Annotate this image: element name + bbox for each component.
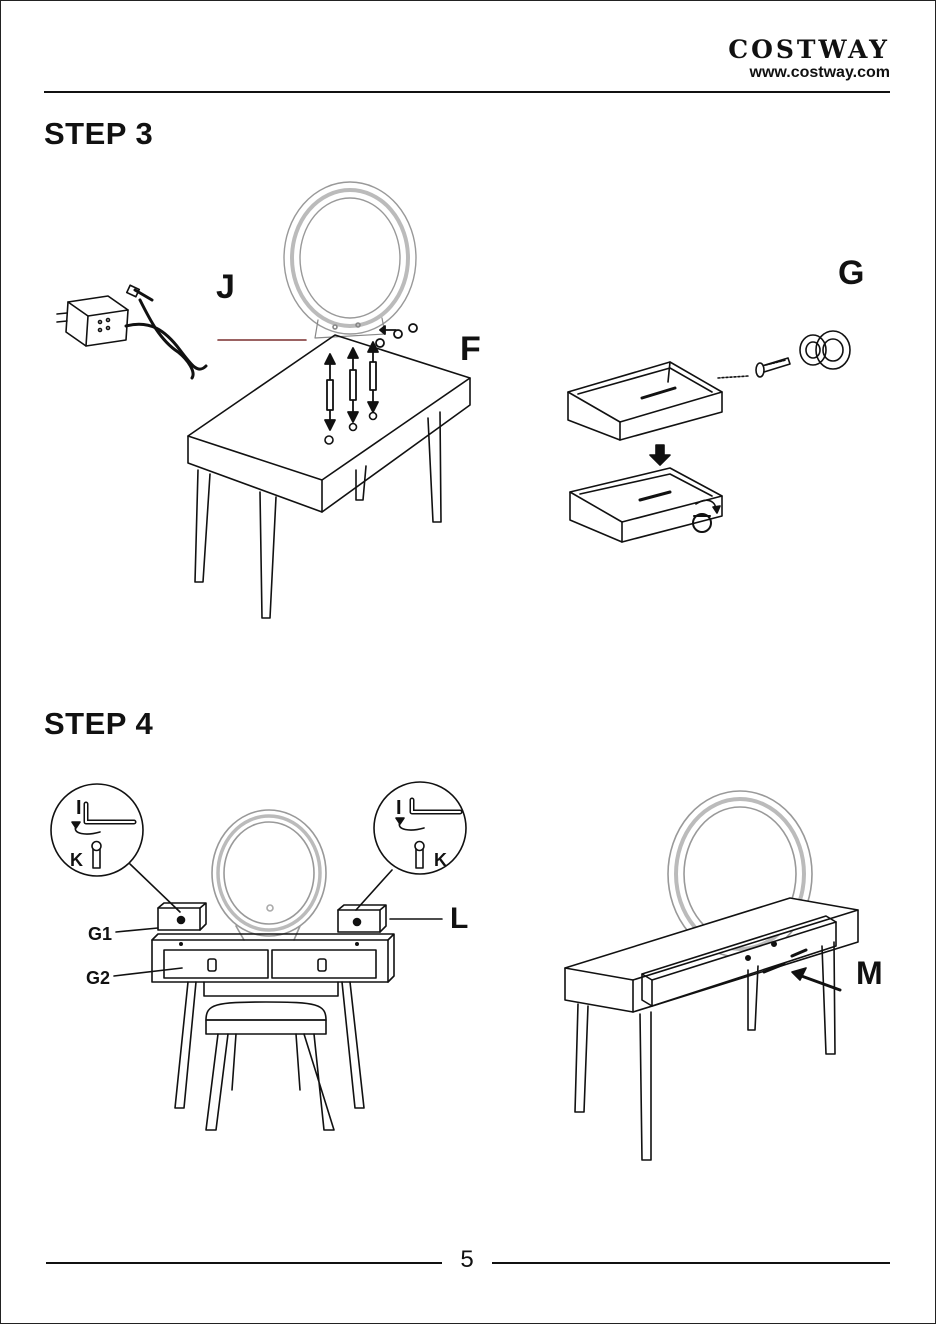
label-i-left: I — [76, 797, 82, 819]
label-g1: G1 — [88, 924, 112, 944]
power-adapter-illustration — [57, 285, 206, 378]
detail-circle-right — [374, 782, 466, 874]
step4-vanity-front-illustration — [51, 782, 466, 1130]
knob-hardware — [756, 331, 850, 377]
step3-drawer-top — [568, 362, 748, 440]
step3-mirror — [284, 182, 416, 338]
stool-illustration — [206, 1002, 334, 1130]
label-k-left: K — [70, 850, 83, 870]
footer-rule-right — [492, 1262, 890, 1264]
page-number: 5 — [452, 1246, 482, 1274]
step3-vanity-illustration — [57, 182, 470, 618]
step3-down-arrow — [650, 445, 670, 465]
label-g2: G2 — [86, 968, 110, 988]
step3-table — [188, 335, 470, 618]
step3-drawer-bottom — [570, 468, 722, 542]
step3-drawer-illustration — [568, 331, 850, 542]
label-i-right: I — [396, 797, 402, 819]
label-k-right: K — [434, 850, 447, 870]
footer-rule-left — [46, 1262, 442, 1264]
step4-mirror — [212, 810, 326, 940]
detail-circle-left — [51, 784, 143, 876]
label-m: M — [856, 955, 883, 991]
step4-vanity-back-illustration — [565, 791, 858, 1160]
label-j: J — [216, 268, 235, 306]
label-g: G — [838, 254, 864, 292]
label-f: F — [460, 330, 481, 368]
label-l: L — [450, 902, 468, 935]
